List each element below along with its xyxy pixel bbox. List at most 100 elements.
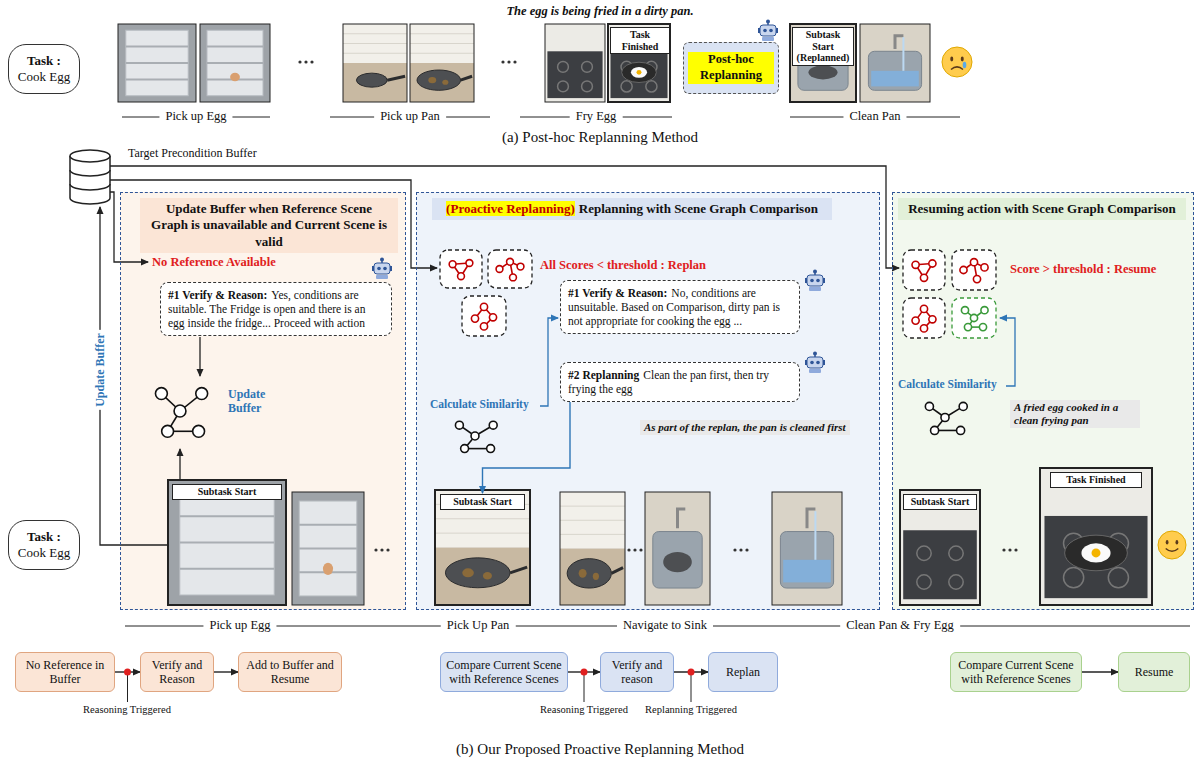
shelf (126, 46, 188, 48)
eye (950, 57, 953, 62)
photo-tag: Task Finished (1050, 472, 1142, 488)
photo-shape (608, 24, 670, 102)
tile-line (560, 506, 625, 507)
scene-graph (952, 250, 996, 290)
burner (621, 81, 632, 92)
photo-shape (868, 51, 921, 90)
process-box: Compare Current Scene with Reference Sce… (950, 652, 1082, 692)
tile-line (435, 518, 530, 519)
db-ring (70, 184, 110, 190)
faucet (895, 36, 903, 49)
shelf (299, 524, 357, 526)
flow-arrow (110, 166, 899, 268)
ellipsis-dot (633, 548, 636, 551)
scene-photo (900, 490, 980, 605)
scene-photo (772, 492, 842, 605)
shelf (126, 78, 188, 80)
scene-photo (343, 24, 407, 102)
eye (816, 361, 820, 365)
graph-node (920, 274, 927, 281)
node-text: Task Finished (622, 29, 659, 52)
shelf (180, 568, 274, 570)
flow-label: Calculate Similarity (430, 398, 529, 412)
burner (582, 81, 593, 92)
graph-node (162, 425, 174, 437)
scene-photo (860, 24, 930, 102)
burner (582, 62, 593, 73)
header-text: Replanning with Scene Graph Comparison (579, 201, 818, 216)
flow-label: Update Buffer (228, 388, 280, 416)
node-text: No Reference in Buffer (21, 658, 109, 687)
antenna-tip (766, 20, 770, 24)
graph-node (155, 388, 167, 400)
graph-node (455, 421, 463, 429)
graph-frame (440, 250, 482, 288)
graph-node (970, 314, 977, 321)
node-text: Replan (726, 665, 760, 679)
photo-frame (772, 492, 842, 605)
graph-node (920, 305, 927, 312)
head (760, 25, 776, 36)
tile-line (343, 43, 407, 44)
panel-header: Resuming action with Scene Graph Compari… (898, 198, 1186, 220)
photo-shape (1044, 516, 1147, 598)
ellipsis-dot (513, 60, 516, 63)
ellipsis-dot (386, 548, 389, 551)
pan (663, 552, 692, 572)
scene-note: As part of the replan, the pan is cleane… (640, 420, 850, 435)
scene-photo (1040, 468, 1152, 605)
dirt (579, 569, 587, 578)
scene-photo (200, 24, 270, 102)
antenna-tip (380, 258, 384, 262)
faucet (807, 509, 815, 528)
scene-photo (292, 492, 364, 605)
graph-node (957, 426, 965, 434)
connector (214, 671, 238, 672)
head (807, 275, 823, 286)
step-label: Pick up Pan (374, 109, 446, 124)
ellipsis-dot (733, 548, 736, 551)
graph-node (960, 266, 967, 273)
eye (377, 267, 381, 271)
photo-frame (200, 24, 270, 102)
smile-emoji (1158, 531, 1186, 559)
shelf (299, 548, 357, 550)
eye (961, 57, 964, 62)
egg-yolk (1092, 548, 1101, 557)
scene-photo (608, 24, 670, 102)
pan (808, 65, 837, 79)
photo-shape (545, 24, 605, 102)
robot-icon (758, 20, 778, 42)
replanning-box: Post-hoc Replanning (683, 42, 779, 94)
photo-shape (900, 490, 980, 605)
dirt (483, 572, 492, 579)
node-text: #1 Verify & Reason: (168, 289, 267, 301)
step-label: Navigate to Sink (617, 618, 713, 633)
graph-frame (488, 250, 532, 288)
graph-node (489, 421, 497, 429)
connector (483, 402, 571, 493)
scene-graph (440, 250, 482, 288)
trigger-dot (124, 669, 131, 676)
scene-photo (168, 480, 286, 605)
panel-ground (416, 192, 880, 610)
shelf (180, 515, 274, 517)
photo-tag: Subtask Start (440, 494, 525, 510)
photo-frame (410, 24, 474, 102)
trigger-dot (688, 669, 695, 676)
graph-frame (903, 250, 945, 290)
body (376, 275, 388, 279)
eye (810, 279, 814, 283)
node-text: Task Finished (1066, 474, 1125, 485)
ellipsis-dot (507, 60, 510, 63)
photo-frame (168, 480, 286, 605)
node-text: #1 Verify & Reason: (568, 287, 667, 299)
tile-line (410, 33, 474, 34)
shelf (180, 542, 274, 544)
graph-node (487, 445, 495, 453)
graph-node (929, 260, 936, 267)
dirt (442, 80, 448, 85)
trigger-dot (581, 669, 588, 676)
photo-shape (410, 63, 474, 102)
body (809, 369, 821, 373)
